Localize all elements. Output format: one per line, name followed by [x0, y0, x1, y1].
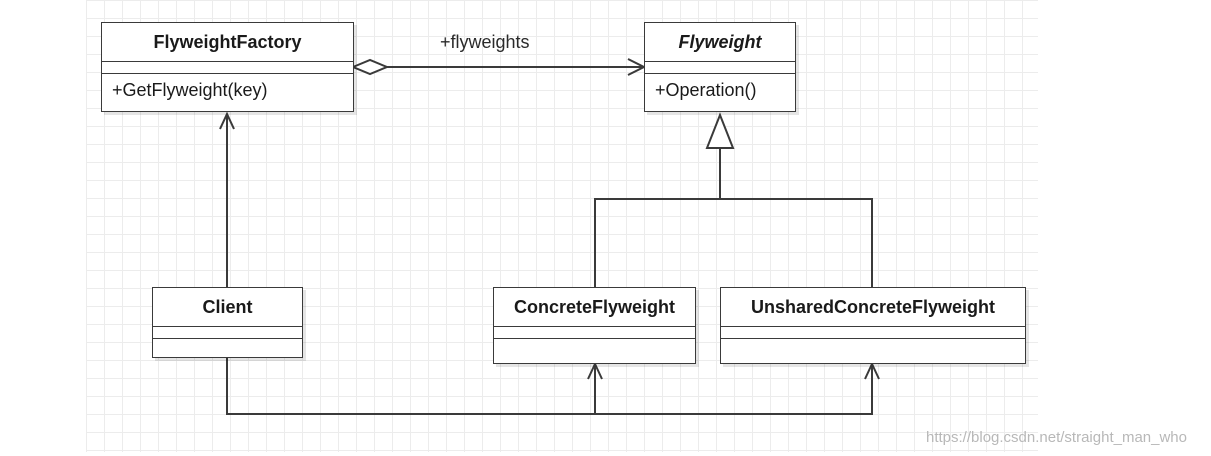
- class-operations: [153, 339, 302, 358]
- class-unshared-concrete-flyweight[interactable]: UnsharedConcreteFlyweight: [720, 287, 1026, 364]
- open-arrowhead: [587, 361, 603, 380]
- aggregation-diamond: [350, 58, 390, 76]
- class-operations: [494, 339, 695, 358]
- class-operation: +Operation(): [655, 80, 757, 100]
- class-operation: +GetFlyweight(key): [112, 80, 268, 100]
- class-client[interactable]: Client: [152, 287, 303, 358]
- aggregation-label: +flyweights: [440, 32, 530, 52]
- aggregation-relation: [350, 58, 647, 76]
- class-concrete-flyweight[interactable]: ConcreteFlyweight: [493, 287, 696, 364]
- open-arrowhead: [219, 111, 235, 130]
- class-attributes: [153, 327, 302, 339]
- class-flyweight[interactable]: Flyweight +Operation(): [644, 22, 796, 112]
- class-name: Flyweight: [645, 23, 795, 62]
- class-name: UnsharedConcreteFlyweight: [721, 288, 1025, 327]
- class-attributes: [102, 62, 353, 74]
- class-attributes: [721, 327, 1025, 339]
- watermark-text: https://blog.csdn.net/straight_man_who: [926, 429, 1187, 446]
- generalization-relation: [594, 112, 873, 287]
- class-name: FlyweightFactory: [102, 23, 353, 62]
- generalization-triangle: [705, 112, 735, 149]
- client-to-concrete-associations: [226, 358, 880, 415]
- class-attributes: [645, 62, 795, 74]
- class-flyweight-factory[interactable]: FlyweightFactory +GetFlyweight(key): [101, 22, 354, 112]
- class-attributes: [494, 327, 695, 339]
- class-name: ConcreteFlyweight: [494, 288, 695, 327]
- client-to-factory-association: [219, 111, 235, 287]
- open-arrowhead: [864, 361, 880, 380]
- class-operations: [721, 339, 1025, 358]
- class-name: Client: [153, 288, 302, 327]
